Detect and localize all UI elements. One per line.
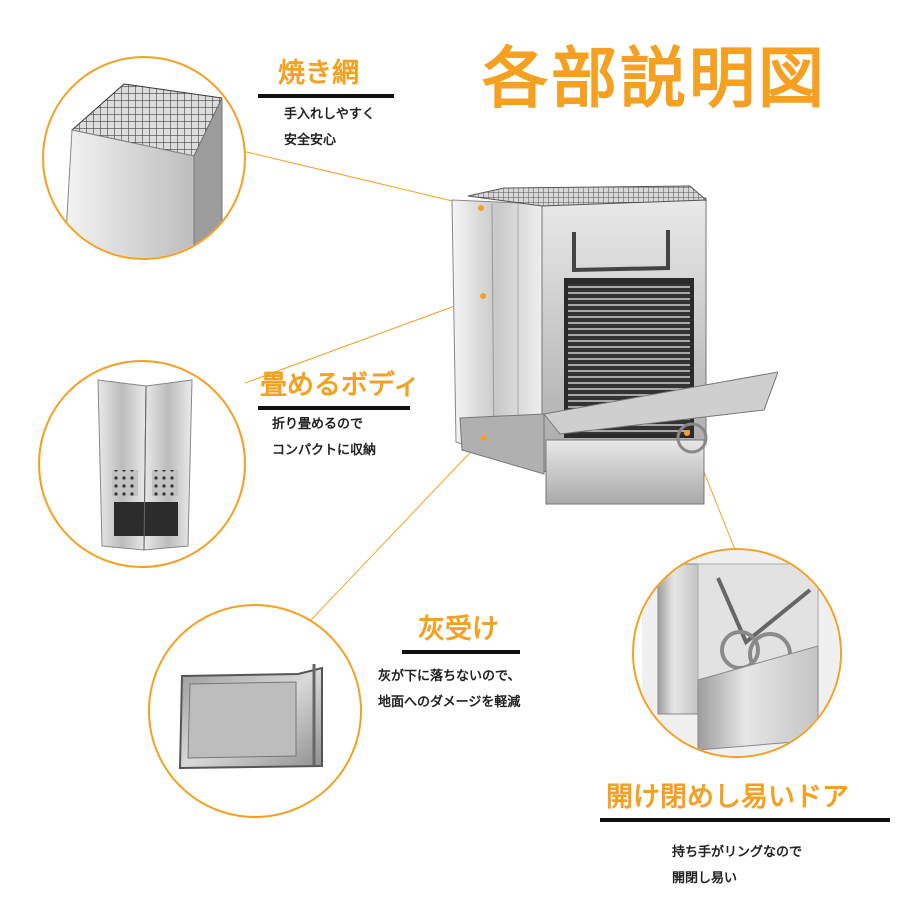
door-label-title: 開け閉めし易いドア — [606, 782, 849, 813]
body-callout-circle — [38, 360, 246, 568]
main-product-image — [451, 185, 778, 505]
ash-tray-desc-line-1: 灰が下に落ちないので、 — [378, 669, 521, 684]
ash-tray-label-desc: 灰が下に落ちないので、 地面へのダメージを軽減 — [378, 664, 520, 716]
ash-tray-callout-circle — [148, 604, 362, 818]
grill-callout-circle — [42, 56, 246, 260]
ash-tray-image — [178, 664, 323, 770]
body-label-underline — [258, 406, 410, 410]
leader-line-grill — [229, 147, 483, 209]
grill-desc-line-1: 手入れしやすく — [284, 107, 375, 122]
body-desc-line-2: コンパクトに収納 — [272, 443, 377, 458]
ash-tray-label-title: 灰受け — [418, 614, 499, 645]
body-label-title: 畳めるボディ — [260, 370, 421, 401]
body-anchor-dot — [480, 293, 486, 299]
ash-tray-label-underline — [402, 650, 520, 654]
body-desc-line-1: 折り畳めるので — [272, 417, 364, 432]
door-label-underline — [600, 818, 890, 822]
grill-closeup-image — [64, 83, 223, 258]
door-callout-circle — [632, 548, 842, 758]
grill-anchor-dot — [478, 205, 484, 211]
body-label-desc: 折り畳めるので コンパクトに収納 — [272, 412, 376, 464]
grill-label-desc: 手入れしやすく 安全安心 — [284, 102, 375, 154]
grill-desc-line-2: 安全安心 — [284, 133, 337, 148]
grill-label-underline — [258, 94, 394, 98]
folding-body-image — [97, 379, 193, 551]
grill-label-title: 焼き網 — [278, 58, 359, 89]
door-desc-line-2: 開閉し易い — [672, 871, 738, 886]
ash-tray-desc-line-2: 地面へのダメージを軽減 — [378, 695, 521, 710]
door-anchor-dot — [684, 430, 690, 436]
page-title: 各部説明図 — [482, 40, 827, 117]
door-handle-image — [642, 550, 840, 756]
ash-tray-anchor-dot — [481, 435, 487, 441]
door-label-desc: 持ち手がリングなので 開閉し易い — [672, 840, 802, 892]
door-desc-line-1: 持ち手がリングなので — [672, 845, 803, 860]
